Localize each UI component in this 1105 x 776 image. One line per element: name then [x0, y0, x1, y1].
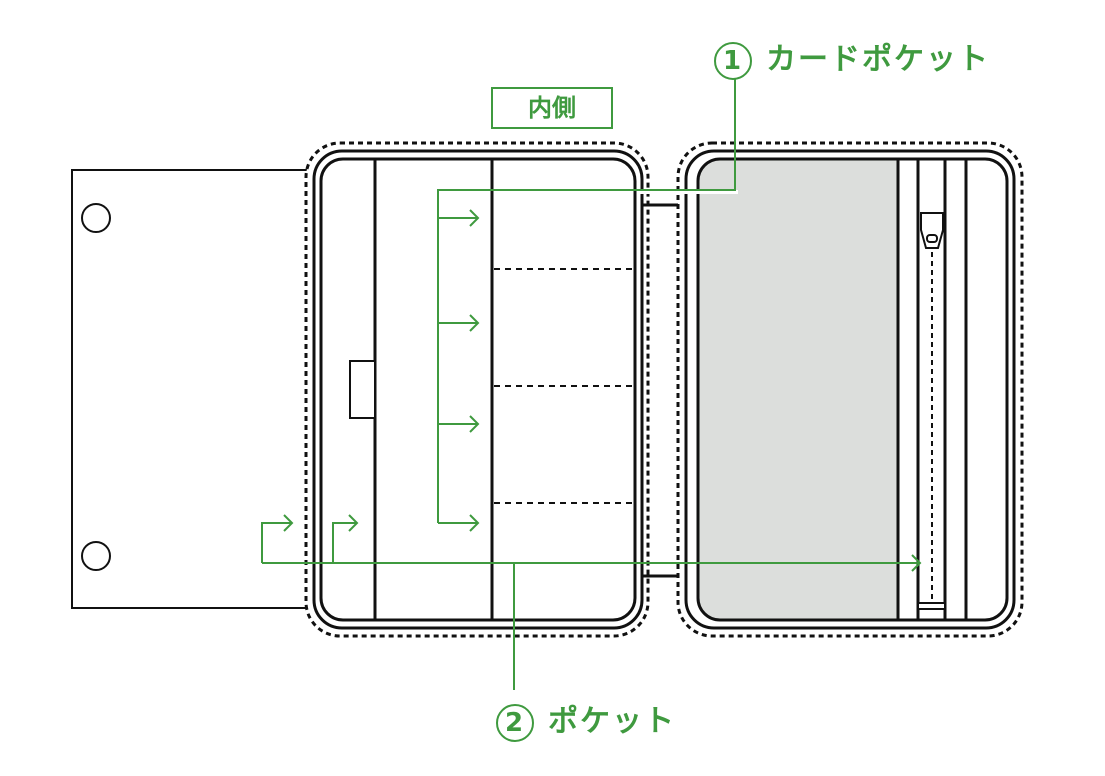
callout-number: 1 [714, 41, 752, 80]
callout-card-pocket: 1 カードポケット [714, 34, 990, 80]
left-shell-inner [319, 157, 637, 622]
outer-flap [71, 169, 311, 609]
ring-hole-bottom [81, 541, 111, 571]
right-shell-outer [684, 149, 1016, 630]
pen-tab [349, 360, 376, 419]
left-stitch [304, 141, 650, 638]
right-pocket-panel [696, 157, 900, 622]
left-shell-outer [312, 149, 644, 630]
callout-text: ポケット [548, 704, 676, 739]
callout-number: 2 [496, 703, 534, 742]
callout-text: カードポケット [766, 42, 990, 77]
leader-lines [261, 78, 922, 690]
card-slot-lines [494, 268, 632, 504]
inner-side-tag: 内側 [491, 87, 613, 129]
callout-pocket: 2 ポケット [496, 696, 676, 742]
right-shell-inner [898, 157, 1009, 622]
ring-hole-top [81, 203, 111, 233]
zipper-stop [917, 602, 946, 610]
